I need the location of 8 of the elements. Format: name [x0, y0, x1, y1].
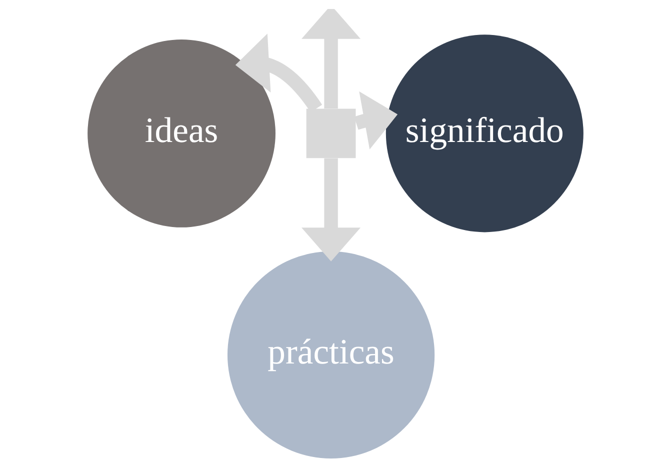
- arrow: [234, 33, 322, 112]
- node-circle: ideas: [87, 38, 275, 227]
- node-circle: significado: [385, 34, 583, 232]
- arrow: [354, 90, 398, 149]
- node-circle: prácticas: [226, 250, 434, 458]
- arrow: [301, 158, 360, 261]
- arrow: [301, 8, 360, 108]
- node-box: [306, 108, 356, 158]
